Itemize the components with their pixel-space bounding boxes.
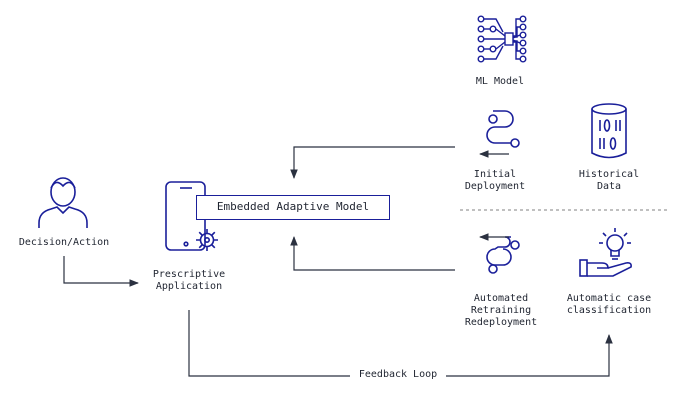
arrow-initial-deployment-to-app — [290, 146, 455, 179]
arrow-redeployment-to-model — [290, 236, 455, 271]
historical-data-label: Historical Data — [569, 169, 649, 193]
prescriptive-application-label: Prescriptive Application — [139, 269, 239, 293]
embedded-adaptive-model-text: Embedded Adaptive Model — [216, 200, 370, 213]
automatic-classification-label: Automatic case classification — [554, 293, 664, 317]
neural-network-icon — [477, 15, 527, 63]
feedback-loop-label: Feedback Loop — [350, 368, 446, 382]
embedded-adaptive-model-box: Embedded Adaptive Model — [196, 195, 390, 220]
initial-deployment-line-2: Deployment — [464, 181, 526, 192]
automated-redeployment-line-3: Redeployment — [464, 317, 538, 328]
feedback-loop-text: Feedback Loop — [358, 369, 438, 380]
automated-redeployment-label: Automated Retraining Redeployment — [451, 293, 551, 329]
initial-deployment-label: Initial Deployment — [455, 169, 535, 193]
ml-model-label: ML Model — [460, 76, 540, 88]
lightbulb-hand-icon — [579, 228, 632, 277]
decision-action-label: Decision/Action — [4, 237, 124, 249]
automated-redeployment-line-2: Retraining — [470, 305, 532, 316]
prescriptive-application-line-1: Prescriptive — [152, 269, 226, 280]
historical-data-line-1: Historical — [578, 169, 640, 180]
automatic-classification-line-2: classification — [566, 305, 652, 316]
automatic-classification-line-1: Automatic case — [566, 293, 652, 304]
initial-deployment-line-1: Initial — [473, 169, 517, 180]
arrow-decision-to-app — [63, 256, 139, 287]
historical-data-line-2: Data — [596, 181, 622, 192]
pipeline-icon — [486, 236, 520, 274]
database-icon — [591, 103, 627, 159]
prescriptive-application-line-2: Application — [155, 281, 223, 292]
person-icon — [38, 177, 88, 228]
pipeline-icon — [486, 110, 520, 148]
ml-model-label-text: ML Model — [475, 76, 525, 87]
automated-redeployment-line-1: Automated — [473, 293, 529, 304]
decision-action-text: Decision/Action — [18, 237, 110, 248]
